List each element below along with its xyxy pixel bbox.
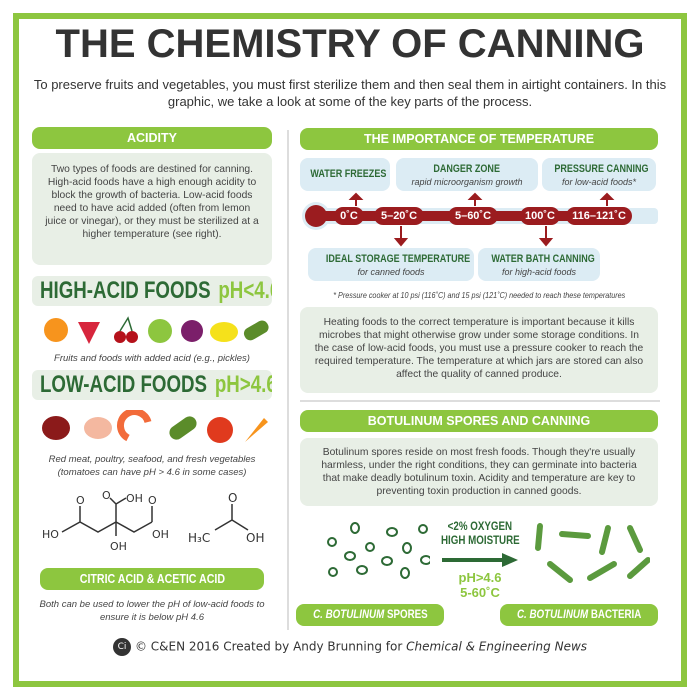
low-acid-caption: Red meat, poultry, seafood, and fresh ve… bbox=[48, 454, 256, 478]
spores-label-text: SPORES bbox=[383, 609, 428, 621]
temperature-footnote-row: * Pressure cooker at 10 psi (116˚C) and … bbox=[290, 290, 668, 301]
lemon-icon bbox=[210, 322, 238, 342]
box-title: PRESSURE CANNING bbox=[544, 162, 654, 176]
bacteria-illustration bbox=[535, 523, 650, 583]
footer-credit: © C&EN 2016 Created by Andy Brunning for bbox=[134, 639, 407, 654]
danger-zone-box: DANGER ZONE rapid microorganism growth bbox=[396, 158, 538, 191]
low-acid-ph: pH>4.6 bbox=[214, 371, 272, 398]
cherries-icon bbox=[114, 316, 138, 343]
column-divider bbox=[287, 130, 289, 630]
box-title-text: PRESSURE CANNING bbox=[554, 163, 649, 175]
water-freezes-box: WATER FREEZES bbox=[300, 158, 390, 191]
atom-oh: OH bbox=[152, 528, 169, 541]
atom-oh: OH bbox=[110, 540, 127, 553]
spores-label: C. BOTULINUM SPORES bbox=[296, 604, 444, 626]
pickle-icon bbox=[243, 320, 269, 341]
page-title: THE CHEMISTRY OF CANNING bbox=[55, 22, 645, 66]
atom-ho: HO bbox=[42, 528, 59, 541]
condition-oxygen: <2% OXYGEN bbox=[447, 521, 513, 533]
atom-o: O bbox=[228, 491, 237, 505]
arrows bbox=[348, 192, 615, 247]
low-acid-food-icons bbox=[42, 410, 268, 443]
box-subtitle: rapid microorganism growth bbox=[411, 177, 523, 187]
intro-text: To preserve fruits and vegetables, you m… bbox=[33, 77, 667, 109]
high-acid-label: HIGH-ACID FOODS bbox=[40, 277, 211, 304]
temp-5-60c: 5–60˚C bbox=[448, 207, 498, 225]
pressure-canning-box: PRESSURE CANNING for low-acid foods* bbox=[542, 158, 656, 191]
spores-illustration bbox=[327, 522, 430, 579]
footer: Ci© C&EN 2016 Created by Andy Brunning f… bbox=[0, 638, 700, 656]
box-subtitle: for canned foods bbox=[357, 267, 425, 277]
acidity-header: ACIDITY bbox=[32, 127, 272, 149]
high-acid-caption: Fruits and foods with added acid (e.g., … bbox=[54, 353, 250, 364]
bacteria-label-text: BACTERIA bbox=[587, 609, 642, 621]
poultry-icon bbox=[84, 417, 112, 439]
poster-frame bbox=[13, 13, 687, 687]
box-title: WATER BATH CANNING bbox=[480, 252, 598, 266]
water-bath-box: WATER BATH CANNING for high-acid foods bbox=[478, 248, 600, 281]
atom-h3c: H₃C bbox=[188, 531, 210, 545]
ideal-storage-box: IDEAL STORAGE TEMPERATURE for canned food… bbox=[308, 248, 474, 281]
carrot-icon bbox=[245, 418, 268, 442]
tomato-icon bbox=[207, 417, 233, 443]
box-title: WATER FREEZES bbox=[302, 167, 388, 181]
box-title: IDEAL STORAGE TEMPERATURE bbox=[310, 252, 472, 266]
temperature-header: THE IMPORTANCE OF TEMPERATURE bbox=[300, 128, 658, 150]
condition-moisture: HIGH MOISTURE bbox=[440, 535, 520, 547]
cen-logo: Ci bbox=[112, 638, 131, 656]
box-title-text: IDEAL STORAGE TEMPERATURE bbox=[325, 253, 471, 265]
acids-label-text: CITRIC ACID & ACETIC ACID bbox=[79, 572, 225, 586]
temperature-footnote: * Pressure cooker at 10 psi (116˚C) and … bbox=[332, 291, 626, 300]
section-divider bbox=[300, 400, 660, 402]
condition-temp: 5-60˚C bbox=[460, 585, 500, 600]
high-acid-food-icons bbox=[44, 316, 269, 344]
spores-label-species: C. BOTULINUM bbox=[312, 609, 384, 621]
cucumber-icon bbox=[169, 416, 197, 440]
atom-o: O bbox=[102, 490, 111, 502]
box-title-text: WATER FREEZES bbox=[310, 168, 387, 180]
condition-oxygen-row: <2% OXYGEN bbox=[432, 520, 528, 534]
botulinum-text: Botulinum spores reside on most fresh fo… bbox=[300, 438, 658, 506]
apple-icon bbox=[148, 319, 172, 343]
strawberry-icon bbox=[78, 322, 100, 344]
box-subtitle: for low-acid foods* bbox=[561, 177, 637, 187]
footer-publication: Chemical & Engineering News bbox=[406, 639, 588, 654]
temp-116-121c: 116–121˚C bbox=[566, 207, 632, 225]
bacteria-label: C. BOTULINUM BACTERIA bbox=[500, 604, 658, 626]
acidity-text: Two types of foods are destined for cann… bbox=[32, 153, 272, 265]
atom-o: O bbox=[76, 494, 85, 507]
box-title-text: WATER BATH CANNING bbox=[491, 253, 595, 265]
orange-icon bbox=[44, 318, 68, 342]
citric-acid-structure bbox=[61, 497, 153, 536]
acid-structures: O OH O O HO OH OH O H₃C OH bbox=[42, 490, 264, 553]
shrimp-icon bbox=[116, 410, 152, 442]
high-acid-ph: pH<4.6 bbox=[218, 277, 272, 304]
temp-5-20c: 5–20˚C bbox=[374, 207, 424, 225]
box-subtitle: for high-acid foods bbox=[501, 267, 577, 277]
botulinum-header: BOTULINUM SPORES AND CANNING bbox=[300, 410, 658, 432]
arrow-right-icon bbox=[442, 553, 518, 567]
acids-label: CITRIC ACID & ACETIC ACID bbox=[40, 568, 264, 590]
high-acid-banner: HIGH-ACID FOODS pH<4.6 bbox=[32, 276, 272, 306]
temp-100c: 100˚C bbox=[520, 207, 560, 225]
temperature-text: Heating foods to the correct temperature… bbox=[300, 307, 658, 393]
acids-caption: Both can be used to lower the pH of low-… bbox=[39, 599, 265, 623]
atom-o: O bbox=[148, 494, 157, 507]
atom-oh: OH bbox=[126, 492, 143, 505]
box-title-text: DANGER ZONE bbox=[433, 163, 501, 175]
temp-0c: 0˚C bbox=[334, 207, 364, 225]
plum-icon bbox=[181, 320, 203, 342]
bacteria-label-species: C. BOTULINUM bbox=[516, 609, 588, 621]
acetic-acid-structure bbox=[214, 504, 249, 531]
condition-ph: pH>4.6 bbox=[458, 570, 502, 585]
atom-oh: OH bbox=[246, 531, 264, 545]
low-acid-label: LOW-ACID FOODS bbox=[40, 371, 208, 398]
box-title: DANGER ZONE bbox=[398, 162, 536, 176]
steak-icon bbox=[42, 416, 70, 440]
condition-moisture-row: HIGH MOISTURE bbox=[432, 534, 528, 548]
